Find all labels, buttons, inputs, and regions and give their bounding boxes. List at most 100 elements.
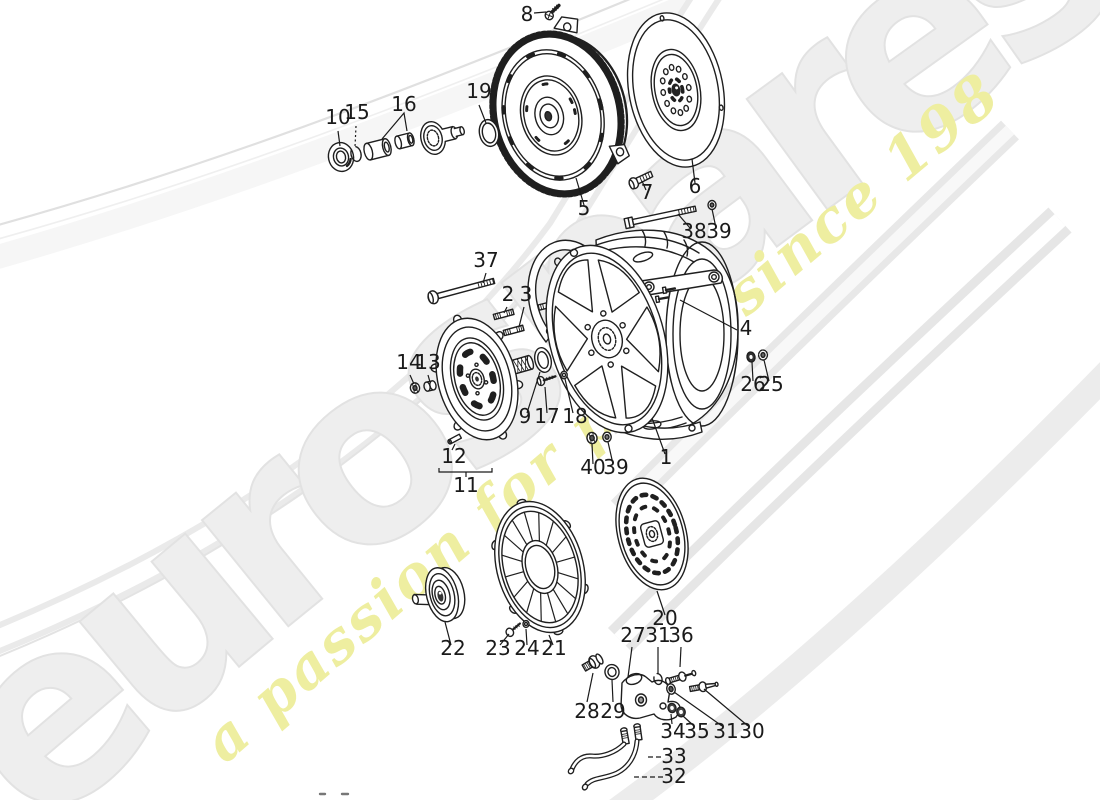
svg-text:9: 9 xyxy=(519,404,532,428)
callout-labels: 8 5 6 7 38 39 10 15 16 19 37 2 3 4 14 13… xyxy=(325,2,783,788)
svg-text:8: 8 xyxy=(521,2,534,26)
converter-hub xyxy=(419,121,465,155)
washer-part-24 xyxy=(522,619,530,629)
svg-text:17: 17 xyxy=(534,404,559,428)
svg-text:22: 22 xyxy=(440,636,465,660)
svg-text:15: 15 xyxy=(344,100,369,124)
callout-35: 35 xyxy=(682,715,710,743)
svg-text:29: 29 xyxy=(600,699,625,723)
slave-cylinder-part-27 xyxy=(620,672,681,721)
callout-2: 2 xyxy=(502,282,515,314)
svg-text:27: 27 xyxy=(620,623,645,647)
release-bearing-part-22 xyxy=(411,566,466,623)
nut-part-35 xyxy=(676,706,686,718)
callout-18: 18 xyxy=(562,378,588,428)
nut-part-34 xyxy=(667,702,677,714)
callout-26: 26 xyxy=(740,361,766,396)
callout-6: 6 xyxy=(689,158,702,198)
svg-text:20: 20 xyxy=(652,606,677,630)
svg-text:31: 31 xyxy=(645,623,670,647)
svg-text:1: 1 xyxy=(660,445,673,469)
svg-text:33: 33 xyxy=(661,744,686,768)
callout-4: 4 xyxy=(679,299,752,340)
nut-part-39-top xyxy=(707,199,717,211)
nut-part-40 xyxy=(586,431,598,445)
callout-27: 27 xyxy=(620,623,646,678)
seal-part-9 xyxy=(533,347,553,373)
svg-text:32: 32 xyxy=(661,764,686,788)
svg-text:26: 26 xyxy=(740,372,765,396)
svg-text:28: 28 xyxy=(574,699,599,723)
svg-text:21: 21 xyxy=(541,636,566,660)
damper-assembly-part-11 xyxy=(430,314,524,441)
callout-8: 8 xyxy=(521,2,547,26)
svg-text:6: 6 xyxy=(689,174,702,198)
svg-text:36: 36 xyxy=(668,623,693,647)
callout-25: 25 xyxy=(758,359,784,396)
callout-11: 11 xyxy=(438,468,493,497)
callout-21: 21 xyxy=(541,634,567,660)
callout-14: 14 xyxy=(396,350,422,385)
svg-text:13: 13 xyxy=(415,350,440,374)
washer-part-18 xyxy=(560,370,568,380)
svg-text:23: 23 xyxy=(485,636,510,660)
callout-36: 36 xyxy=(668,623,694,668)
bolt-part-8 xyxy=(544,3,561,21)
callout-22: 22 xyxy=(440,621,466,660)
callout-30: 30 xyxy=(703,688,765,743)
svg-text:39: 39 xyxy=(706,219,731,243)
callout-33: 33 xyxy=(648,744,687,768)
callout-1: 1 xyxy=(651,417,673,469)
flywheel-part-6 xyxy=(626,12,726,168)
callout-20: 20 xyxy=(652,590,678,630)
housing-front-plate xyxy=(545,244,669,434)
hose-part-32 xyxy=(581,723,643,791)
callout-17: 17 xyxy=(534,386,560,428)
svg-text:34: 34 xyxy=(660,719,685,743)
svg-text:37: 37 xyxy=(473,248,498,272)
washer-part-39-lower xyxy=(602,431,612,443)
svg-text:5: 5 xyxy=(578,196,591,220)
bolt-part-17 xyxy=(536,375,557,387)
callout-28: 28 xyxy=(574,672,600,723)
oring-part-19 xyxy=(478,118,500,148)
svg-text:2: 2 xyxy=(502,282,515,306)
pushrod-part-36 xyxy=(664,669,697,686)
svg-text:12: 12 xyxy=(441,444,466,468)
callout-24: 24 xyxy=(514,628,540,660)
bolt-part-23 xyxy=(505,622,521,638)
nut-part-26 xyxy=(746,351,756,363)
svg-text:18: 18 xyxy=(562,404,587,428)
bleeder-valve-part-30 xyxy=(688,681,719,693)
callout-37: 37 xyxy=(473,248,499,284)
clutch-disc-part-20 xyxy=(615,477,689,591)
callout-16: 16 xyxy=(381,92,417,140)
svg-text:25: 25 xyxy=(758,372,783,396)
svg-text:39: 39 xyxy=(603,455,628,479)
seal-part-31-lower xyxy=(666,683,676,695)
svg-text:38: 38 xyxy=(681,219,706,243)
svg-text:19: 19 xyxy=(466,79,491,103)
callout-39-lower: 39 xyxy=(603,441,629,479)
callout-12: 12 xyxy=(441,443,467,468)
callout-15: 15 xyxy=(344,100,370,148)
pin-part-12 xyxy=(447,433,463,445)
fitting-part-28 xyxy=(581,653,604,672)
svg-text:40: 40 xyxy=(580,455,605,479)
callout-23: 23 xyxy=(485,633,511,660)
seal-part-31-upper xyxy=(653,672,663,686)
callout-9: 9 xyxy=(519,371,541,428)
svg-text:11: 11 xyxy=(453,473,478,497)
callout-5: 5 xyxy=(575,177,591,220)
callout-34: 34 xyxy=(660,713,686,743)
callout-32: 32 xyxy=(634,764,687,788)
bearing-part-10 xyxy=(327,141,355,173)
svg-text:16: 16 xyxy=(391,92,416,116)
svg-text:24: 24 xyxy=(514,636,539,660)
callout-3: 3 xyxy=(518,282,532,328)
callout-38: 38 xyxy=(677,213,707,243)
svg-text:10: 10 xyxy=(325,105,350,129)
washer-part-25 xyxy=(757,349,769,361)
bolt-part-7 xyxy=(628,170,654,190)
